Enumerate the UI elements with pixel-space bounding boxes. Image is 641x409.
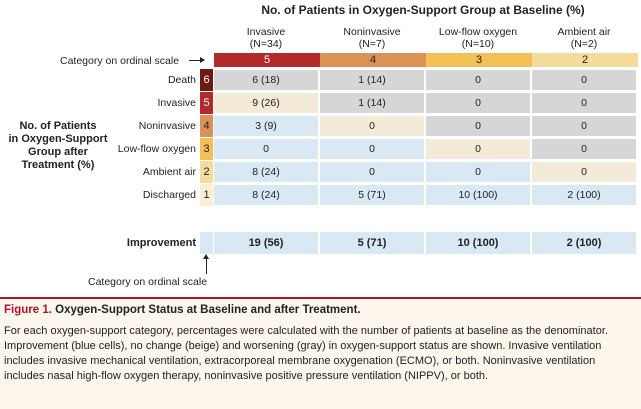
baseline-code-cell: 3 — [426, 53, 532, 67]
table-cell: 8 (24) — [214, 185, 318, 205]
ordinal-scale-label-bottom: Category on ordinal scale — [88, 276, 208, 288]
column-header-n: (N=34) — [249, 38, 283, 50]
table-cell: 0 — [320, 116, 424, 136]
row-code-cell: 4 — [200, 115, 213, 137]
table-cell: 0 — [532, 116, 636, 136]
column-header: Low-flow oxygen(N=10) — [424, 26, 532, 50]
side-title-line-3: Group after — [28, 146, 88, 158]
chart-title: No. of Patients in Oxygen-Support Group … — [261, 3, 585, 17]
row-code-cell: 3 — [200, 138, 213, 160]
figure-number: Figure 1. — [4, 304, 52, 316]
caption-divider — [0, 297, 641, 299]
column-header-label: Invasive — [246, 26, 286, 38]
column-header-n: (N=7) — [358, 38, 386, 50]
ordinal-scale-label-top: Category on ordinal scale — [60, 55, 180, 67]
table-cell: 3 (9) — [214, 116, 318, 136]
table-cell: 9 (26) — [214, 93, 318, 113]
row-label: Ambient air — [142, 166, 196, 178]
improvement-label: Improvement — [126, 237, 196, 249]
table-cell: 0 — [532, 93, 636, 113]
row-code-cell: 5 — [200, 92, 213, 114]
figure-caption-body: For each oxygen-support category, percen… — [4, 325, 608, 382]
improvement-cell: 5 (71) — [320, 232, 424, 254]
row-label: Death — [167, 74, 196, 86]
table-cell: 5 (71) — [320, 185, 424, 205]
improvement-cell: 19 (56) — [214, 232, 318, 254]
column-header-label: Noninvasive — [343, 26, 401, 38]
row-code-cell: 2 — [200, 161, 213, 183]
figure-title-text: Oxygen-Support Status at Baseline and af… — [55, 304, 361, 316]
table-cell: 0 — [214, 139, 318, 159]
table-cell: 0 — [426, 70, 530, 90]
improvement-code-spacer — [200, 232, 213, 254]
table-cell: 6 (18) — [214, 70, 318, 90]
row-code-cell: 6 — [200, 69, 213, 91]
improvement-cell: 2 (100) — [532, 232, 636, 254]
figure-caption-title: Figure 1. Oxygen-Support Status at Basel… — [4, 304, 361, 316]
table-cell: 0 — [426, 116, 530, 136]
row-label: Noninvasive — [138, 120, 196, 132]
table-cell: 0 — [320, 162, 424, 182]
right-arrow-icon — [189, 57, 205, 63]
table-cell: 0 — [320, 139, 424, 159]
table-cell: 0 — [532, 139, 636, 159]
column-header: Noninvasive(N=7) — [318, 26, 426, 50]
table-cell: 0 — [532, 162, 636, 182]
table-cell: 0 — [532, 70, 636, 90]
column-header-n: (N=2) — [570, 38, 598, 50]
side-title-line-4: Treatment (%) — [21, 159, 95, 171]
table-cell: 0 — [426, 93, 530, 113]
table-cell: 2 (100) — [532, 185, 636, 205]
row-label: Invasive — [157, 97, 196, 109]
table-cell: 1 (14) — [320, 93, 424, 113]
table-cell: 0 — [426, 162, 530, 182]
table-cell: 8 (24) — [214, 162, 318, 182]
improvement-cell: 10 (100) — [426, 232, 530, 254]
caption-box — [0, 299, 641, 409]
baseline-code-cell: 4 — [320, 53, 426, 67]
baseline-code-cell: 5 — [214, 53, 320, 67]
baseline-code-cell: 2 — [532, 53, 638, 67]
table-cell: 10 (100) — [426, 185, 530, 205]
row-code-cell: 1 — [200, 184, 213, 206]
up-arrow-icon — [203, 254, 209, 274]
column-header: Ambient air(N=2) — [530, 26, 638, 50]
side-title-line-1: No. of Patients — [19, 120, 97, 132]
row-label: Low-flow oxygen — [117, 143, 196, 155]
column-header-label: Ambient air — [557, 26, 611, 38]
side-title-line-2: in Oxygen-Support — [8, 133, 108, 145]
column-header: Invasive(N=34) — [212, 26, 320, 50]
side-title: No. of Patients in Oxygen-Support Group … — [0, 120, 116, 172]
table-cell: 1 (14) — [320, 70, 424, 90]
row-label: Discharged — [142, 189, 196, 201]
column-header-n: (N=10) — [461, 38, 495, 50]
column-header-label: Low-flow oxygen — [438, 26, 518, 38]
table-cell: 0 — [426, 139, 530, 159]
